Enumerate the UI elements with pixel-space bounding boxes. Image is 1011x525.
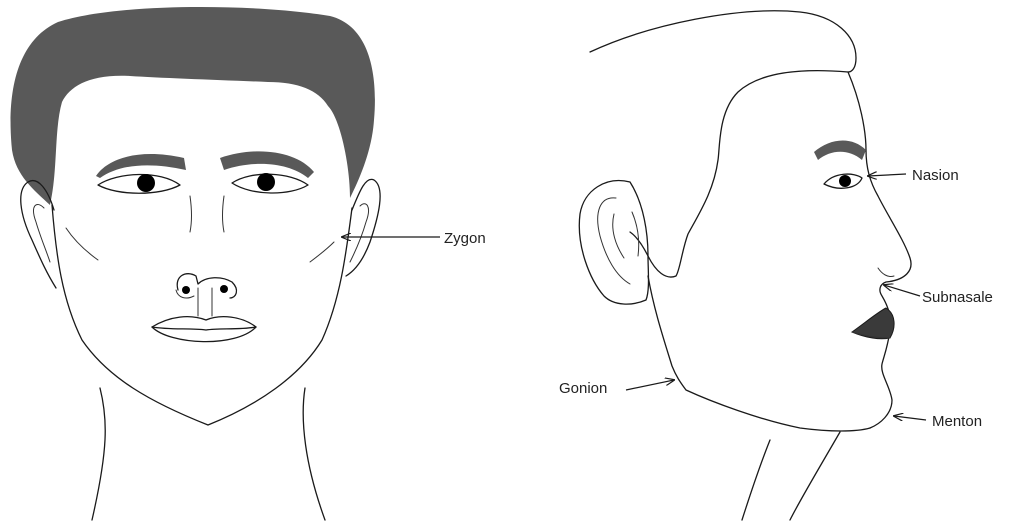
front-nose [177, 274, 236, 298]
profile-ear [579, 181, 648, 304]
gonion-annotation: Gonion [559, 380, 674, 397]
front-upper-lip [152, 317, 256, 330]
front-cheek-left [66, 228, 98, 260]
gonion-arrow [626, 380, 674, 390]
front-cheek-right [310, 242, 334, 262]
profile-jaw [648, 276, 870, 431]
front-nose-bridge-left [190, 196, 192, 232]
menton-label: Menton [932, 413, 982, 430]
menton-arrow [894, 416, 926, 420]
profile-nose-wing [878, 268, 894, 277]
front-hair [11, 7, 375, 205]
front-nose-columella [198, 288, 212, 316]
nasion-label: Nasion [912, 167, 959, 184]
gonion-label: Gonion [559, 380, 607, 397]
profile-neck-front [790, 432, 840, 520]
profile-eyebrow [814, 140, 866, 160]
profile-ear-inner [598, 198, 639, 284]
profile-facial-line [848, 72, 911, 428]
front-ear-left-inner [34, 204, 50, 262]
zygon-annotation: Zygon [342, 230, 486, 247]
profile-pupil [839, 175, 851, 187]
profile-neck-back [742, 440, 770, 520]
front-neck-right [303, 388, 325, 520]
subnasale-arrow [884, 285, 920, 296]
menton-annotation: Menton [894, 413, 982, 430]
nasion-annotation: Nasion [868, 167, 959, 184]
profile-head-top [590, 11, 856, 277]
subnasale-label: Subnasale [922, 289, 993, 306]
nasion-arrow [868, 174, 906, 176]
front-nostril-left [182, 286, 190, 294]
front-pupil-right [257, 173, 275, 191]
zygon-label: Zygon [444, 230, 486, 247]
front-neck-left [92, 388, 105, 520]
front-nose-bridge-right [223, 196, 225, 232]
front-face-outline [52, 205, 352, 425]
front-pupil-left [137, 174, 155, 192]
front-view-face [11, 7, 381, 520]
subnasale-annotation: Subnasale [884, 285, 993, 306]
front-nostril-right [220, 285, 228, 293]
profile-view-face [579, 11, 911, 520]
